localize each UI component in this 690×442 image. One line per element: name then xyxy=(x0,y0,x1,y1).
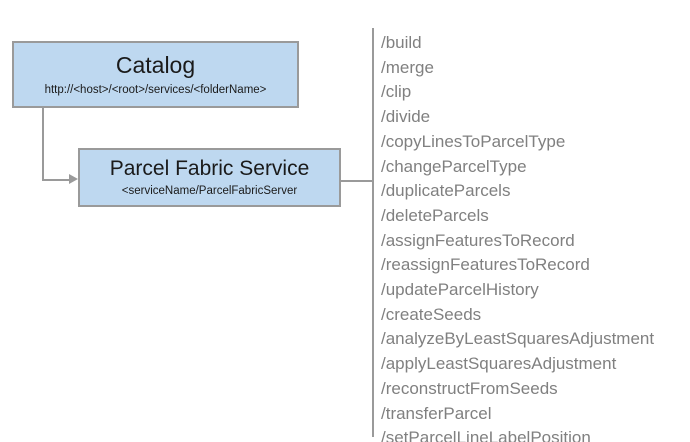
list-item[interactable]: /reconstructFromSeeds xyxy=(381,378,558,398)
list-item[interactable]: /analyzeByLeastSquaresAdjustment xyxy=(381,329,655,349)
list-item[interactable]: /createSeeds xyxy=(381,304,482,324)
operations-divider-line xyxy=(372,28,374,437)
connector-horizontal-segment xyxy=(42,179,71,181)
list-item[interactable]: /setParcelLineLabelPosition xyxy=(381,428,591,442)
list-item[interactable]: /clip xyxy=(381,82,412,102)
list-item[interactable]: /updateParcelHistory xyxy=(381,280,539,300)
list-item[interactable]: /changeParcelType xyxy=(381,156,527,176)
list-item[interactable]: /applyLeastSquaresAdjustment xyxy=(381,354,617,374)
node-parcel-fabric-service-path: <serviceName/ParcelFabricServer xyxy=(121,184,298,197)
list-item[interactable]: /duplicateParcels xyxy=(381,181,511,201)
arrow-right-icon xyxy=(69,174,78,184)
list-item[interactable]: /merge xyxy=(381,57,434,77)
operations-list: /build /merge /clip /divide /copyLinesTo… xyxy=(381,31,681,442)
list-item[interactable]: /copyLinesToParcelType xyxy=(381,131,566,151)
list-item[interactable]: /build xyxy=(381,33,422,52)
list-item[interactable]: /reassignFeaturesToRecord xyxy=(381,255,590,275)
list-item[interactable]: /transferParcel xyxy=(381,403,492,423)
node-catalog[interactable]: Catalog http://<host>/<root>/services/<f… xyxy=(12,41,299,108)
connector-vertical-segment xyxy=(42,108,44,181)
list-item[interactable]: /assignFeaturesToRecord xyxy=(381,230,575,250)
list-item[interactable]: /deleteParcels xyxy=(381,205,489,225)
node-parcel-fabric-service-title: Parcel Fabric Service xyxy=(109,156,310,180)
list-item[interactable]: /divide xyxy=(381,107,431,127)
node-parcel-fabric-service[interactable]: Parcel Fabric Service <serviceName/Parce… xyxy=(78,148,341,207)
node-catalog-url: http://<host>/<root>/services/<folderNam… xyxy=(44,84,267,97)
node-catalog-title: Catalog xyxy=(115,52,196,79)
connector-service-to-operations xyxy=(341,180,373,182)
